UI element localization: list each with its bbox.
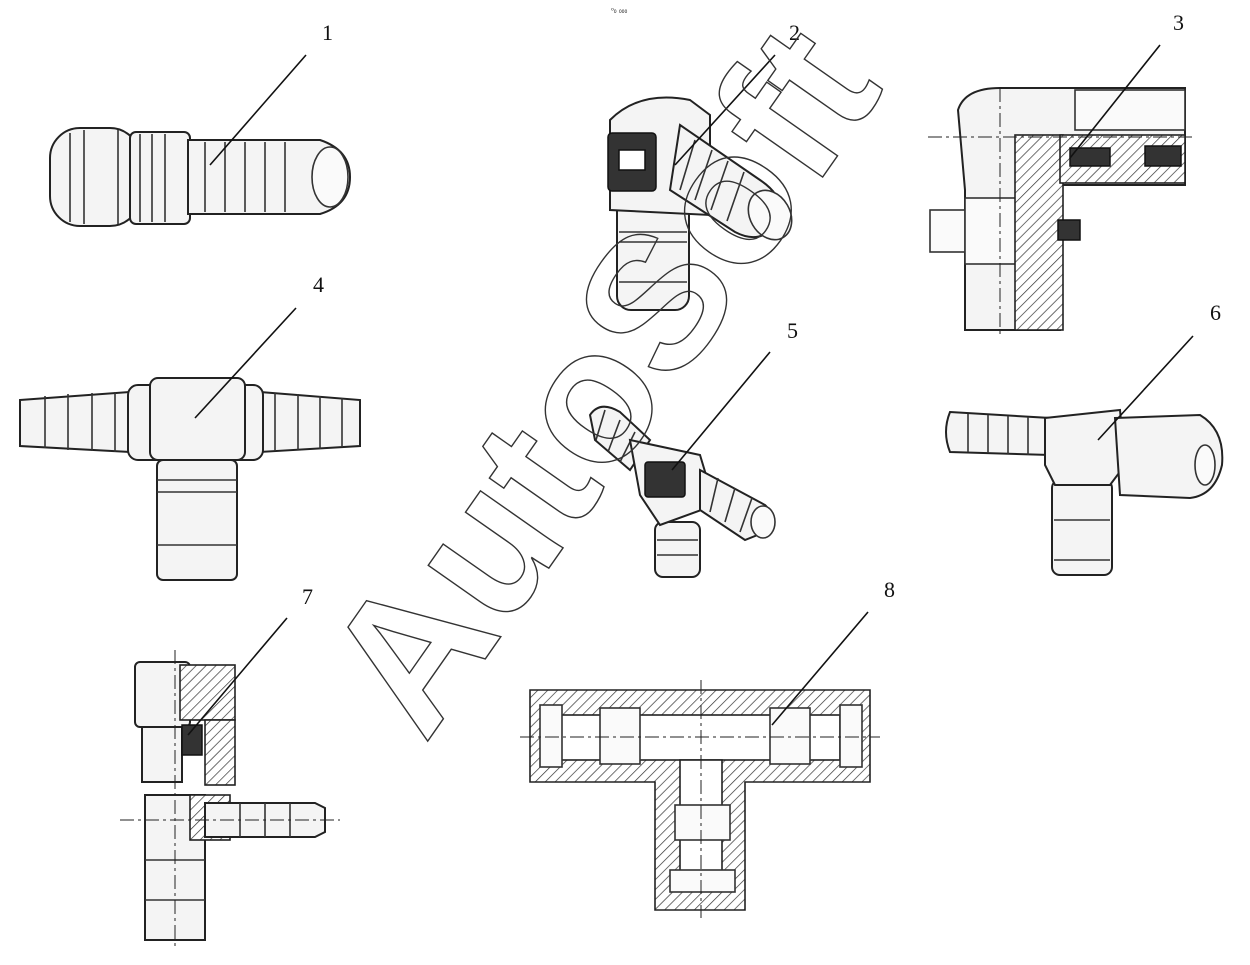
part-3-elbow-section bbox=[928, 87, 1195, 335]
label-8: 8 bbox=[771, 577, 895, 726]
leader-line-2 bbox=[674, 54, 776, 166]
label-6: 6 bbox=[1097, 300, 1221, 441]
part-8-tee-section bbox=[520, 680, 880, 918]
label-4: 4 bbox=[194, 272, 324, 419]
leader-line-8 bbox=[771, 611, 869, 726]
leader-line-7 bbox=[187, 617, 288, 736]
autosoft-watermark: AutoSoft bbox=[285, 0, 919, 769]
part-4-tee-connector bbox=[19, 377, 361, 581]
part-5-tee-perspective bbox=[588, 405, 776, 578]
label-7: 7 bbox=[187, 584, 313, 736]
leader-line-1 bbox=[209, 54, 307, 166]
label-8-text: 8 bbox=[884, 577, 895, 602]
top-mark: ⁰₀ ₀₀₀ bbox=[611, 7, 627, 15]
label-2-text: 2 bbox=[789, 20, 800, 45]
label-7-text: 7 bbox=[302, 584, 313, 609]
leader-line-4 bbox=[194, 307, 297, 419]
label-5: 5 bbox=[671, 318, 798, 471]
label-4-text: 4 bbox=[313, 272, 324, 297]
leader-line-6 bbox=[1097, 335, 1194, 441]
leader-line-3 bbox=[1069, 44, 1161, 159]
part-6-tee-with-plug bbox=[945, 408, 1224, 576]
label-1-text: 1 bbox=[322, 20, 333, 45]
part-7-half-section bbox=[120, 650, 340, 948]
label-6-text: 6 bbox=[1210, 300, 1221, 325]
label-3: 3 bbox=[1069, 10, 1184, 159]
part-2-elbow-connector bbox=[607, 96, 793, 311]
label-3-text: 3 bbox=[1173, 10, 1184, 35]
label-2: 2 bbox=[674, 20, 800, 166]
label-1: 1 bbox=[209, 20, 333, 166]
part-1-straight-connector bbox=[49, 127, 352, 227]
leader-line-5 bbox=[671, 351, 771, 471]
label-5-text: 5 bbox=[787, 318, 798, 343]
